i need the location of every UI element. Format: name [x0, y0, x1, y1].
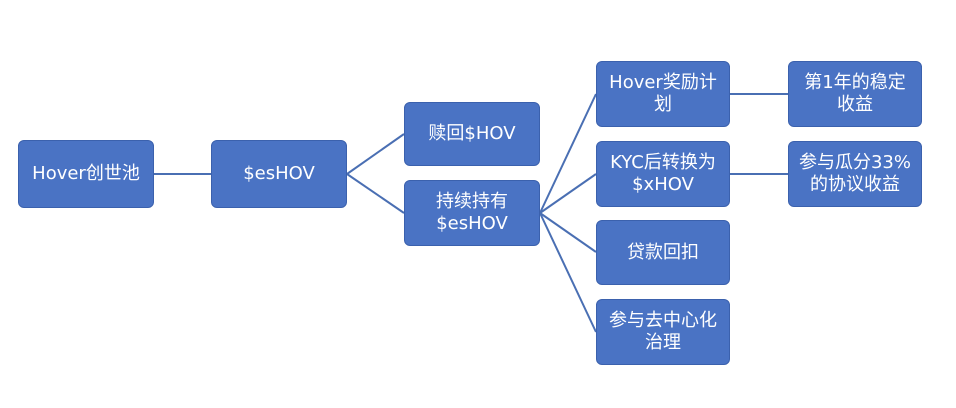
node-label: 持续持有 $esHOV — [436, 191, 508, 234]
node-redeem-hov: 赎回$HOV — [404, 102, 540, 166]
node-protocol-revenue-share: 参与瓜分33% 的协议收益 — [788, 141, 922, 207]
node-label: Hover创世池 — [32, 163, 140, 185]
node-label: 第1年的稳定 收益 — [804, 72, 906, 115]
node-label: KYC后转换为 $xHOV — [610, 152, 716, 195]
connector-eshov-hold — [346, 173, 405, 214]
connector-hold-loan — [539, 212, 597, 253]
node-hold-eshov: 持续持有 $esHOV — [404, 180, 540, 246]
node-label: 赎回$HOV — [428, 123, 516, 145]
connector-eshov-redeem — [346, 133, 405, 175]
node-hover-incentive-plan: Hover奖励计 划 — [596, 61, 730, 127]
node-label: 参与瓜分33% 的协议收益 — [798, 152, 911, 195]
node-label: 贷款回扣 — [627, 241, 699, 263]
node-decentralized-governance: 参与去中心化 治理 — [596, 299, 730, 365]
node-first-year-stable-yield: 第1年的稳定 收益 — [788, 61, 922, 127]
node-eshov: $esHOV — [211, 140, 347, 208]
connector-hold-kyc — [539, 173, 597, 214]
node-hover-genesis-pool: Hover创世池 — [18, 140, 154, 208]
node-label: 参与去中心化 治理 — [609, 310, 717, 353]
node-label: $esHOV — [243, 163, 315, 185]
node-loan-rebate: 贷款回扣 — [596, 220, 730, 285]
connector-hold-incentive — [539, 93, 597, 214]
connector-hold-governance — [539, 212, 597, 333]
node-kyc-convert-xhov: KYC后转换为 $xHOV — [596, 141, 730, 207]
node-label: Hover奖励计 划 — [609, 72, 717, 115]
